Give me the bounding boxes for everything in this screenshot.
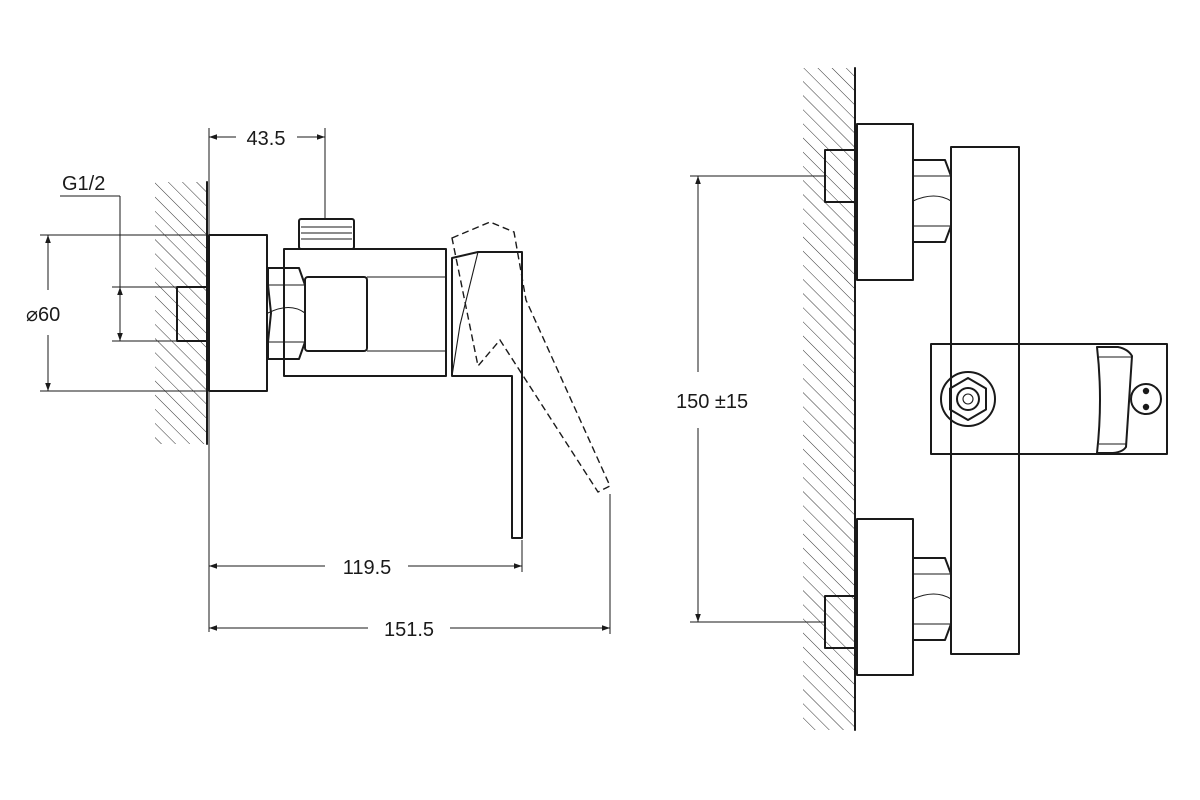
- wall-front: [803, 67, 856, 731]
- valve-body: [283, 248, 447, 377]
- thread-callout: G1/2: [60, 173, 176, 342]
- center-distance-label: 150 ±15: [676, 391, 748, 413]
- front-view: 150 ±15: [676, 67, 1168, 731]
- diameter-label: ⌀60: [26, 304, 60, 326]
- handle-depth-label: 119.5: [343, 557, 392, 579]
- hot-cold-indicator: [1130, 383, 1162, 415]
- dimension-151-5: 151.5: [209, 494, 611, 641]
- lever-handle-open-position: [451, 221, 611, 493]
- escutcheon-flange: [208, 234, 268, 392]
- outlet-hex-front: [940, 371, 996, 427]
- side-view: 43.5 G1/2 ⌀60 119.5: [26, 128, 611, 641]
- outlet-connector: [298, 218, 355, 250]
- thread-label: G1/2: [62, 173, 105, 195]
- wall-side: [155, 181, 208, 445]
- dimension-119-5: 119.5: [208, 392, 523, 632]
- dimension-diameter-60: ⌀60: [26, 234, 208, 392]
- lever-handle: [451, 251, 523, 539]
- cartridge-housing: [930, 343, 1168, 455]
- total-depth-label: 151.5: [384, 619, 434, 641]
- hex-nut: [267, 267, 306, 360]
- dimension-43-5: 43.5: [208, 128, 326, 234]
- outlet-offset-label: 43.5: [247, 128, 286, 150]
- dimension-150: 150 ±15: [676, 175, 824, 623]
